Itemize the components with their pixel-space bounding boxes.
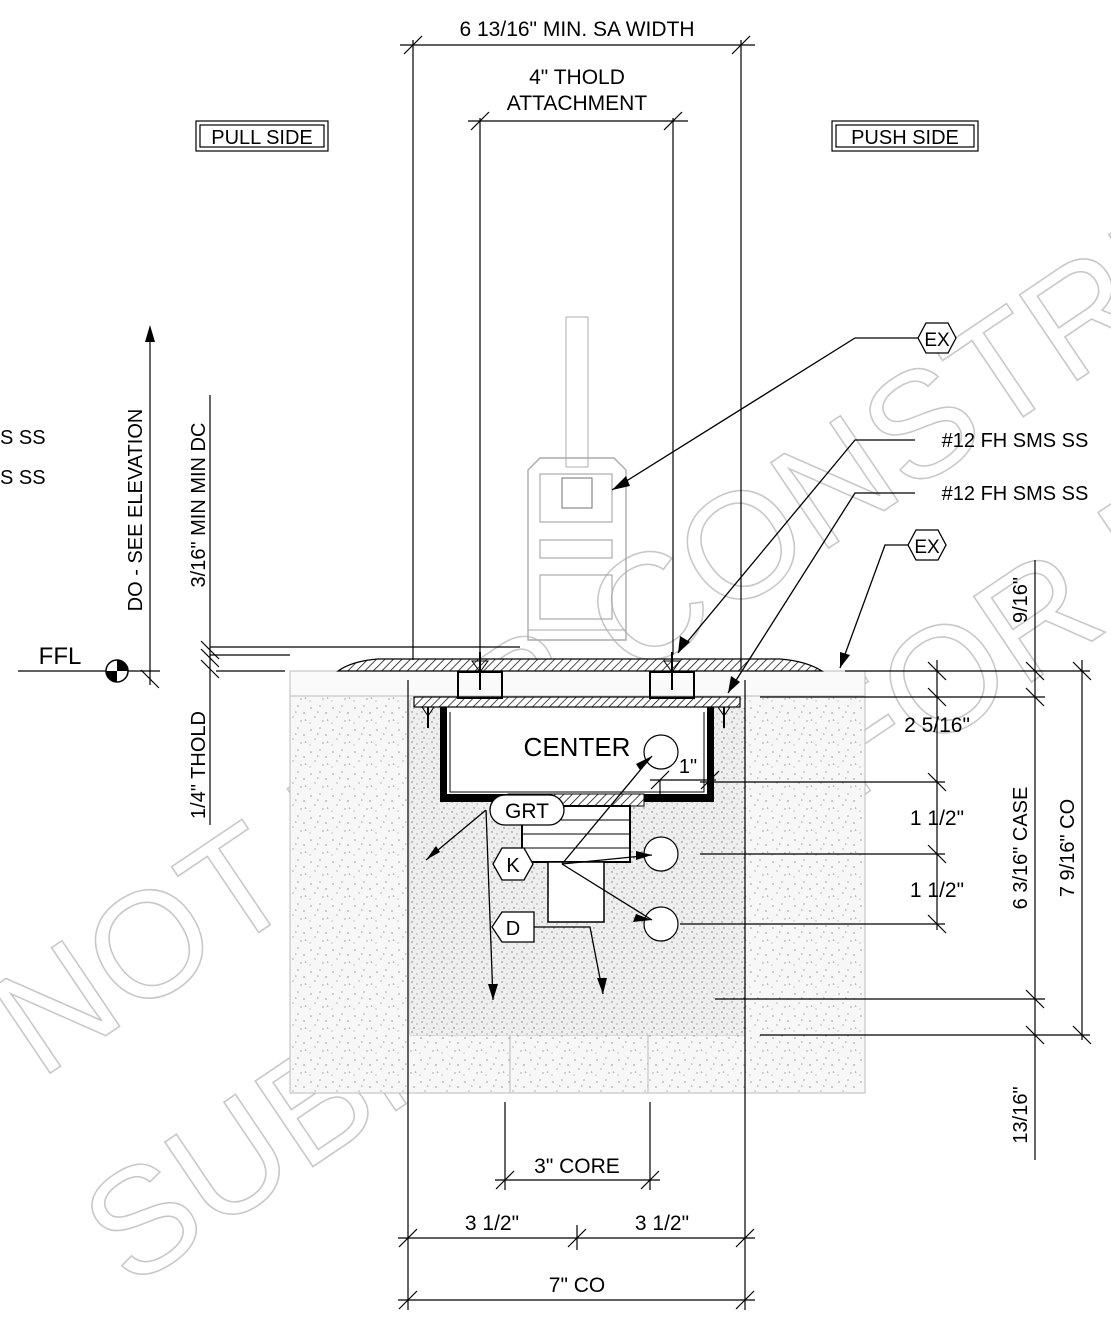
svg-text:PULL SIDE: PULL SIDE (211, 127, 313, 149)
svg-text:K: K (506, 855, 520, 877)
min-dc-text: 3/16" MIN MIN DC (188, 423, 210, 588)
dim-1-1-2-a-text: 1 1/2" (910, 807, 964, 830)
dim-2-5-16-text: 2 5/16" (904, 714, 970, 737)
svg-text:GRT: GRT (505, 800, 549, 823)
leader-arrowheads (426, 476, 850, 1000)
case-height-text: 6 3/16" CASE (1010, 787, 1032, 910)
half-left-text: 3 1/2" (465, 1212, 519, 1235)
case-holes (643, 734, 679, 942)
dim-1-text: 1" (679, 756, 697, 778)
core-text: 3" CORE (534, 1155, 620, 1178)
do-elevation-text: DO - SEE ELEVATION (125, 409, 147, 612)
tag-ex-upper: EX (917, 322, 957, 354)
leader-lines (425, 337, 920, 1001)
dim-9-16-text: 9/16" (1010, 577, 1032, 623)
fh-sms-text-1: #12 FH SMS SS (942, 430, 1089, 452)
tag-ex-lower: EX (907, 529, 947, 561)
thold-attachment-text-1: 4" THOLD (529, 66, 625, 89)
co-height-text: 7 9/16" CO (1057, 799, 1079, 897)
left-cut-text-2: S SS (0, 467, 46, 489)
svg-text:EX: EX (924, 330, 950, 351)
tag-d: D (491, 911, 535, 943)
svg-text:PUSH SIDE: PUSH SIDE (851, 127, 959, 149)
ffl-datum-symbol (105, 659, 129, 683)
tag-k: K (492, 847, 534, 881)
threshold (336, 652, 825, 699)
dimension-lines (18, 35, 1092, 1310)
min-sa-width-text: 6 13/16" MIN. SA WIDTH (459, 18, 694, 41)
fh-sms-text-2: #12 FH SMS SS (942, 483, 1089, 505)
dim-13-16-text: 13/16" (1010, 1086, 1032, 1143)
dim-1-1-2-b-text: 1 1/2" (910, 879, 964, 902)
door-extrusion (527, 316, 627, 641)
thold-height-text: 1/4" THOLD (188, 711, 210, 819)
pull-side-label: PULL SIDE (195, 120, 329, 152)
svg-text:D: D (506, 918, 520, 940)
half-right-text: 3 1/2" (635, 1212, 689, 1235)
svg-text:EX: EX (914, 537, 940, 558)
cover-plate (413, 696, 741, 728)
co-width-text: 7" CO (549, 1274, 605, 1297)
ffl-text: FFL (39, 643, 82, 670)
callout-texts: FFL #12 FH SMS SS #12 FH SMS SS S SS S S… (0, 427, 1088, 670)
left-cut-text-1: S SS (0, 427, 46, 449)
center-label: CENTER (524, 732, 631, 762)
push-side-label: PUSH SIDE (831, 120, 979, 152)
dimension-texts: 6 13/16" MIN. SA WIDTH 4" THOLD ATTACHME… (125, 18, 1079, 1297)
tag-grt: GRT (489, 794, 565, 826)
thold-attachment-text-2: ATTACHMENT (507, 92, 648, 115)
